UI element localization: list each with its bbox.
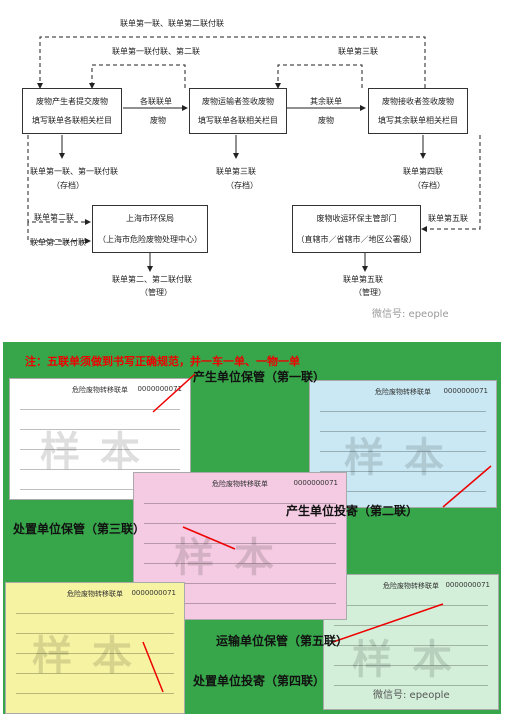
forms-photo: 注：五联单须做到书写正确规范，并一车一单、一物一单 危险废物转移联单 00000… bbox=[3, 342, 501, 714]
arrow1-top-label: 各联联单 bbox=[140, 97, 172, 106]
local-line2: （直辖市／省辖市／地区公署级） bbox=[296, 235, 417, 244]
local-authority-box: 废物收运环保主管部门 （直辖市／省辖市／地区公署级） bbox=[292, 205, 421, 253]
form-copy-5: 危险废物转移联单 0000000071 样本 bbox=[323, 574, 499, 710]
flowchart-diagram: 联单第一联、联单第二联付联 联单第一联付联、第二联 联单第三联 废物产生者提交废… bbox=[0, 0, 519, 330]
out3-line1: 联单第四联 bbox=[403, 167, 443, 176]
form3-title: 危险废物转移联单 bbox=[212, 480, 268, 488]
form3-number: 0000000071 bbox=[293, 479, 338, 487]
label-copy-2: 产生单位投寄（第二联） bbox=[286, 504, 419, 518]
producer-line1: 废物产生者提交废物 bbox=[36, 97, 108, 106]
form-copy-4: 危险废物转移联单 0000000071 样本 bbox=[5, 582, 185, 714]
out2-line2: （存档） bbox=[226, 181, 258, 190]
arrow1-bottom-label: 废物 bbox=[150, 116, 166, 125]
watermark-top: 微信号: epeople bbox=[372, 309, 449, 320]
out5-line2: （管理） bbox=[354, 288, 386, 297]
side-left-label-2: 联单第二联付联 bbox=[30, 238, 86, 247]
out1-line1: 联单第一联、第一联付联 bbox=[30, 167, 118, 176]
form4-stamp: 样本 bbox=[32, 633, 152, 679]
transporter-line1: 废物运输者签收废物 bbox=[202, 97, 274, 106]
receiver-line2: 填写其余联单相关栏目 bbox=[378, 116, 458, 125]
side-left-label-1: 联单第二联 bbox=[34, 213, 74, 222]
out2-line1: 联单第三联 bbox=[216, 167, 256, 176]
label-copy-4: 处置单位投寄（第四联） bbox=[193, 674, 326, 688]
form-copy-1: 危险废物转移联单 0000000071 样本 bbox=[9, 378, 191, 500]
producer-line2: 填写联单各联相关栏目 bbox=[32, 116, 112, 125]
receiver-line1: 废物接收者签收废物 bbox=[382, 97, 454, 106]
out5-line1: 联单第五联 bbox=[343, 275, 383, 284]
shanghai-epb-box: 上海市环保局 （上海市危险废物处理中心） bbox=[92, 205, 208, 253]
form5-number: 0000000071 bbox=[445, 581, 490, 589]
flow-top-label: 联单第一联、联单第二联付联 bbox=[120, 19, 224, 28]
label-copy-1: 产生单位保管（第一联） bbox=[193, 370, 326, 384]
photo-note: 注：五联单须做到书写正确规范，并一车一单、一物一单 bbox=[25, 355, 300, 368]
form4-title: 危险废物转移联单 bbox=[67, 590, 123, 598]
producer-box: 废物产生者提交废物 填写联单各联相关栏目 bbox=[22, 88, 122, 134]
flow-right-dashed-label: 联单第三联 bbox=[338, 47, 378, 56]
out1-line2: （存档） bbox=[52, 181, 84, 190]
watermark-bottom: 微信号: epeople bbox=[373, 690, 450, 701]
out3-line2: （存档） bbox=[413, 181, 445, 190]
local-line1: 废物收运环保主管部门 bbox=[316, 214, 397, 223]
label-copy-3: 处置单位保管（第三联） bbox=[13, 522, 146, 536]
flow-left-dashed-label: 联单第一联付联、第二联 bbox=[112, 47, 200, 56]
out4-line2: （管理） bbox=[140, 288, 172, 297]
transporter-line2: 填写联单各联相关栏目 bbox=[198, 116, 278, 125]
form5-stamp: 样本 bbox=[352, 637, 472, 683]
form2-number: 0000000071 bbox=[443, 387, 488, 395]
arrow2-top-label: 其余联单 bbox=[310, 97, 342, 106]
form4-number: 0000000071 bbox=[131, 589, 176, 597]
pointer-lines bbox=[142, 373, 492, 693]
out4-line1: 联单第二、第二联付联 bbox=[112, 275, 192, 284]
form1-title: 危险废物转移联单 bbox=[72, 386, 128, 394]
arrow2-bottom-label: 废物 bbox=[318, 116, 334, 125]
shanghai-line1: 上海市环保局 bbox=[126, 214, 174, 223]
receiver-box: 废物接收者签收废物 填写其余联单相关栏目 bbox=[368, 88, 468, 134]
side-right-label: 联单第五联 bbox=[428, 214, 468, 223]
form-copy-3: 危险废物转移联单 0000000071 样本 bbox=[133, 472, 347, 620]
form1-stamp: 样本 bbox=[40, 429, 160, 475]
form2-title: 危险废物转移联单 bbox=[375, 388, 431, 396]
transporter-box: 废物运输者签收废物 填写联单各联相关栏目 bbox=[189, 88, 287, 134]
shanghai-line2: （上海市危险废物处理中心） bbox=[98, 235, 202, 244]
form5-title: 危险废物转移联单 bbox=[383, 582, 439, 590]
form3-stamp: 样本 bbox=[174, 535, 294, 581]
flowchart-connectors bbox=[27, 36, 481, 272]
form2-stamp: 样本 bbox=[344, 435, 464, 481]
label-copy-5: 运输单位保管（第五联） bbox=[216, 634, 349, 648]
form1-number: 0000000071 bbox=[137, 385, 182, 393]
